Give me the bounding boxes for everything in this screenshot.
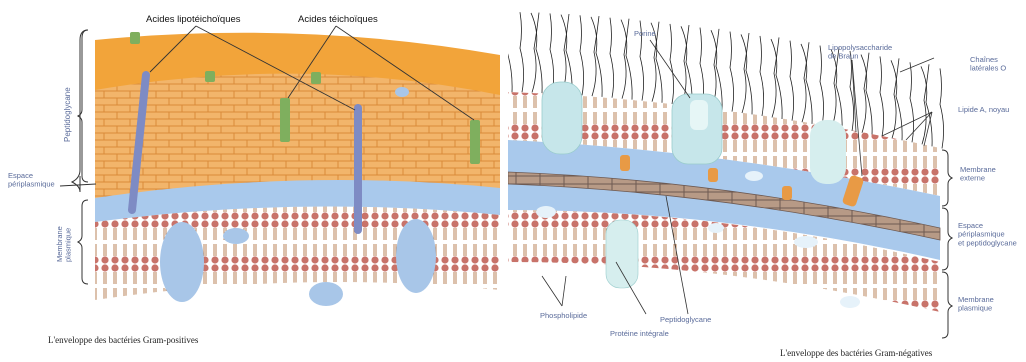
surface-particle [395,87,409,97]
o-side-chain [760,36,764,116]
periplasm-particle [745,171,763,181]
o-side-chain [802,42,809,122]
o-side-chain [520,12,524,92]
membrane-protein [160,222,204,302]
o-side-chain [580,15,584,95]
o-side-chain [592,16,599,96]
membrane-protein [309,282,343,306]
periplasm-particle [708,223,724,233]
o-side-chain [831,49,842,129]
o-side-chain [532,13,539,93]
gram-positive-braces [72,30,88,284]
o-side-chain [670,24,674,104]
membrane-protein [223,228,249,244]
o-side-chain [892,58,899,138]
label-peptidoglycan-left: Peptidoglycane [63,87,72,142]
outer-membrane-protein [810,120,846,184]
label-phospholipid: Phospholipide [540,311,587,320]
gram-positive-panel [95,32,500,306]
braun-lipoprotein [782,186,792,200]
o-side-chain [730,32,734,112]
plasma-membrane-bilayer [95,206,500,300]
caption-gram-positive: L'enveloppe des bactéries Gram-positives [48,335,199,345]
label-lipoteichoic-acids: Acides lipotéichoïques [146,14,241,25]
o-side-chain [682,25,689,105]
periplasm-particle [794,236,818,248]
teichoic-acid-rod [280,98,290,142]
o-side-chain [790,41,794,121]
teichoic-acid-rod [311,72,321,84]
integral-protein [606,220,638,288]
o-side-chain [622,19,629,99]
o-side-chain [591,17,602,97]
o-side-chain [940,68,944,148]
o-side-chain [910,62,914,142]
label-teichoic-acids: Acides téichoïques [298,14,378,25]
o-side-chain [531,13,542,93]
teichoic-acid-rod [130,32,140,44]
porin [690,100,708,130]
o-side-chain [862,53,869,133]
teichoic-acid-rod [205,71,215,82]
porin [542,82,582,154]
label-peptidoglycan-right: Peptidoglycane [660,315,711,324]
periplasm-particle [840,296,860,308]
o-side-chain [501,12,512,92]
gram-negative-braces [942,150,952,338]
o-side-chain [880,56,884,136]
label-plasma-membrane-left: Membraneplasmique [55,226,73,262]
o-side-chain [820,46,824,126]
o-side-chain [621,20,632,100]
caption-gram-negative: L'enveloppe des bactéries Gram-négatives [780,348,933,358]
o-side-chain [861,55,872,135]
o-side-chain [891,60,902,140]
label-porin: Porine [634,29,656,38]
teichoic-acid-rod [470,120,480,164]
o-side-chain [742,33,749,113]
o-side-chain [922,64,929,144]
o-side-chain [772,37,779,117]
o-side-chain [610,18,614,98]
o-side-chain [771,39,782,119]
o-side-chain [550,13,554,93]
membrane-protein [396,219,436,293]
label-lipid-a: Lipide A, noyau [958,105,1009,114]
braun-lipoprotein [620,155,630,171]
o-side-chain [801,44,812,124]
braun-lipoprotein [708,168,718,182]
o-side-chain [741,34,752,114]
gram-negative-panel [501,12,944,312]
periplasm-particle [536,206,556,218]
label-integral-protein: Protéine intégrale [610,329,669,338]
